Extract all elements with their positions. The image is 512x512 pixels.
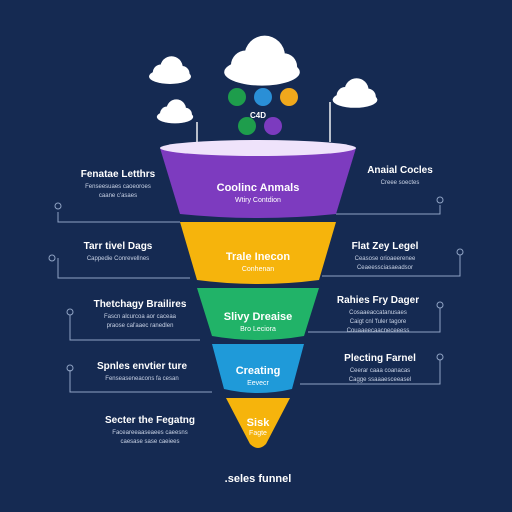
pin-icon — [264, 117, 282, 135]
right-label-2-title: Flat Zey Legel — [351, 241, 419, 252]
cloud-top-left-puff-3 — [174, 66, 190, 81]
left-label-5-subtitle-2: caesase sase caeiees — [120, 439, 180, 445]
connector-lines — [48, 196, 464, 393]
left-label-5-subtitle-1: Faceareeaaseaees caeesns — [112, 430, 188, 436]
stage-5-subtitle: Fagte — [249, 430, 267, 437]
connector-node-8 — [436, 353, 444, 361]
right-label-3-subtitle-2: Caigt cnl 'fuler tagore — [349, 319, 407, 325]
connector-node-6 — [456, 248, 464, 256]
right-label-3-subtitle-1: Cosaaeaccatanusaes — [349, 310, 407, 316]
stage-2-title: Trale Inecon — [225, 251, 291, 263]
cloud-mid-left — [156, 99, 194, 124]
cloud-main-puff-3 — [270, 53, 298, 81]
connector-left-1 — [57, 212, 180, 223]
left-label-5-title: Secter the Fegatng — [104, 415, 196, 426]
left-label-3-title: Thetchagy Brailires — [93, 299, 187, 310]
left-label-3-subtitle-1: Fascn alcurcoa aor caceaa — [103, 314, 177, 320]
connector-node-4 — [66, 364, 74, 372]
connector-left-2 — [57, 258, 190, 279]
stage-4-title: Creating — [235, 365, 281, 377]
right-label-3-title: Rahies Fry Dager — [336, 295, 420, 306]
connector-node-3 — [66, 308, 74, 316]
top-icons: C4D — [228, 88, 298, 135]
right-label-2-subtitle-1: Ceasose orioaeerenee — [354, 256, 416, 262]
stage-3-subtitle: Bro Leciora — [240, 326, 276, 333]
connector-node-1 — [54, 202, 62, 210]
right-label-1-subtitle-1: Creee soectes — [380, 180, 420, 186]
funnel-stage-5 — [226, 398, 290, 448]
stage-1-title: Coolinc Anmals — [216, 182, 300, 194]
cloud-main — [224, 35, 300, 86]
funnel-stage-4 — [212, 344, 304, 393]
left-label-4-subtitle-1: Fenseaseneacons fa cesan — [105, 376, 179, 382]
left-label-1-subtitle-1: Fenseesuaes caoeoroes — [85, 184, 151, 190]
connector-right-1 — [336, 205, 441, 215]
leaf-icon — [228, 88, 246, 106]
left-label-3-subtitle-2: praose cal'aaec ranedlen — [106, 323, 174, 329]
right-label-4-subtitle-2: Cagge ssaaaesceeasel — [348, 377, 412, 383]
stage-1-subtitle: Wtiry Contdion — [235, 197, 281, 204]
funnel-stage-3 — [197, 288, 319, 340]
stage-5-title: Sisk — [246, 417, 270, 429]
connector-node-7 — [436, 301, 444, 309]
right-label-1-title: Anaial Cocles — [367, 165, 433, 176]
clouds — [149, 35, 378, 142]
funnel — [160, 140, 356, 448]
left-label-4-title: Spnles envtier ture — [96, 361, 188, 372]
stage-2-subtitle: Conhenan — [241, 266, 275, 273]
diagram-footer-title: .seles funnel — [224, 473, 292, 485]
connector-right-2 — [322, 255, 461, 277]
cloud-right-puff-3 — [359, 88, 376, 105]
connector-left-4 — [69, 370, 212, 393]
sprout-icon — [238, 117, 256, 135]
stage-3-title: Slivy Dreaise — [223, 311, 293, 323]
funnel-stage-2 — [180, 222, 336, 284]
globe-icon — [254, 88, 272, 106]
right-label-2-subtitle-2: Ceaeessciasaeadsor — [356, 265, 414, 271]
left-label-2-subtitle-1: Cappedie Conrevellnes — [86, 256, 150, 262]
left-label-1-subtitle-2: caane c'asaes — [98, 193, 138, 199]
right-label-3-subtitle-3: Couaaeecaacneceeess — [346, 328, 410, 334]
left-label-2-title: Tarr tivel Dags — [83, 241, 153, 252]
right-label-4-subtitle-1: Ceerar caaa coanacas — [349, 368, 411, 374]
stage-4-subtitle: Eevecr — [247, 380, 269, 387]
cloud-top-left — [149, 56, 191, 84]
connector-right-3 — [308, 308, 441, 333]
cloud-right — [332, 78, 378, 108]
drop-icon — [280, 88, 298, 106]
left-label-1-title: Fenatae Letthrs — [80, 169, 156, 180]
cloud-label: C4D — [250, 111, 266, 120]
cloud-mid-left-puff-3 — [178, 107, 192, 121]
right-label-4-title: Plecting Farnel — [344, 353, 416, 364]
connector-right-4 — [300, 360, 441, 385]
funnel-rim — [160, 140, 356, 156]
funnel-stage-1 — [160, 148, 356, 218]
connector-left-3 — [69, 315, 200, 341]
connector-node-2 — [48, 254, 56, 262]
connector-node-5 — [436, 196, 444, 204]
